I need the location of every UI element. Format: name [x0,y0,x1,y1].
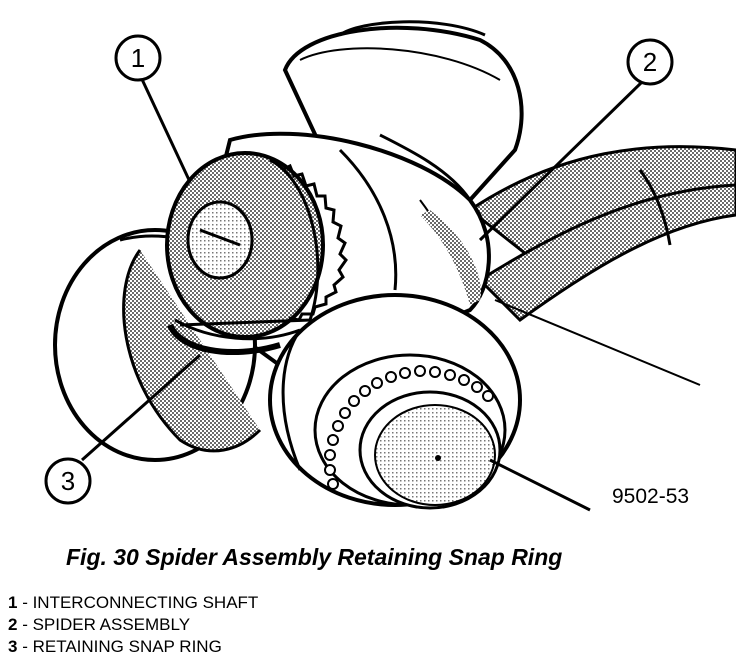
leader-lines [81,74,644,512]
front-trunnion [268,293,522,510]
legend-item: 1 - INTERCONNECTING SHAFT [8,592,258,614]
legend-separator: - [17,593,33,612]
legend-label: SPIDER ASSEMBLY [32,615,191,634]
callout-3: 3 [44,457,92,505]
leader-line-1 [138,74,192,183]
legend-item: 3 - RETAINING SNAP RING [8,636,258,658]
legend-label: INTERCONNECTING SHAFT [32,593,259,612]
callout-1-number: 1 [131,43,145,73]
callout-3-number: 3 [61,466,75,496]
legend-number: 1 [8,593,18,612]
callout-1: 1 [114,34,162,82]
leader-line-code [489,458,591,512]
figure-code: 9502-53 [612,485,690,508]
spider-assembly-illustration: 1 2 3 [44,20,736,512]
legend-separator: - [17,637,33,656]
leader-line-2 [478,80,644,242]
interconnecting-shaft [165,151,348,341]
callout-2: 2 [626,38,674,86]
legend-item: 2 - SPIDER ASSEMBLY [8,614,258,636]
housing-band [467,145,736,386]
legend-separator: - [17,615,33,634]
legend-number: 2 [8,615,18,634]
legend-number: 3 [8,637,18,656]
legend-label: RETAINING SNAP RING [32,637,222,656]
callout-2-number: 2 [643,47,657,77]
leader-line-3 [81,353,201,462]
needle-bearings [324,365,494,490]
retaining-snap-ring [167,323,281,356]
figure-caption: Fig. 30 Spider Assembly Retaining Snap R… [66,544,563,570]
legend: 1 - INTERCONNECTING SHAFT 2 - SPIDER ASS… [8,592,258,658]
top-trunnion [282,20,524,203]
